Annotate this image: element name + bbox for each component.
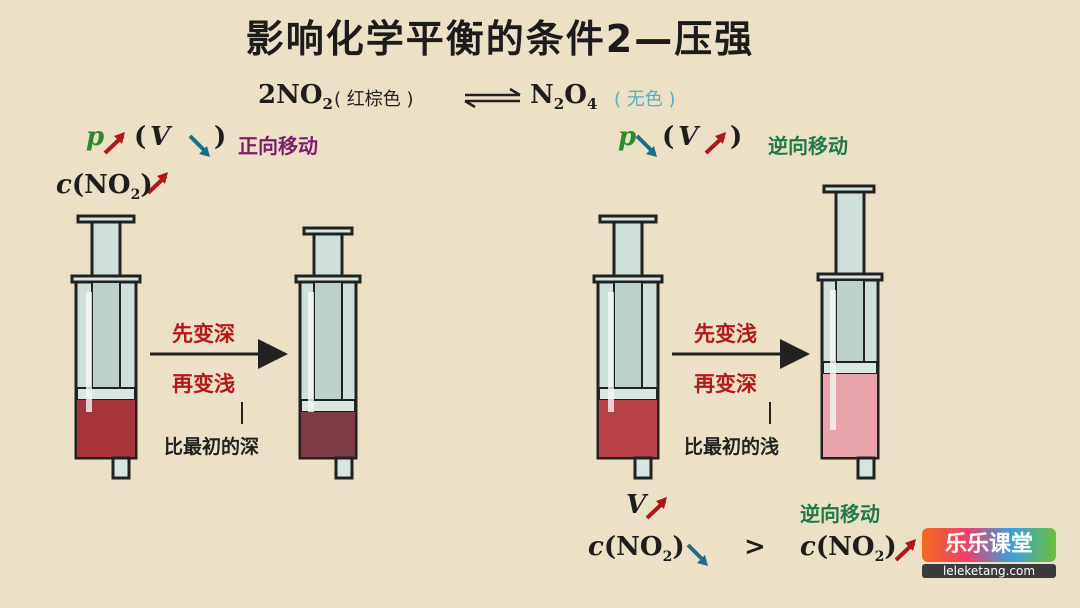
bottom-c1-species: (NO <box>603 532 663 562</box>
right-arrow-top-label: 先变浅 <box>694 322 757 346</box>
brand-logo-url: leleketang.com <box>922 564 1056 578</box>
bottom-c2-prefix: c <box>800 532 816 562</box>
equilibrium-arrow <box>464 87 521 109</box>
equation-product-n: N <box>530 80 554 110</box>
left-v-down-arrow <box>188 134 210 157</box>
syringe-right-expanded <box>816 184 884 480</box>
equation-right: N2O4 <box>530 80 597 113</box>
left-c-species: (NO <box>71 170 131 200</box>
left-arrow-top-label: 先变深 <box>172 322 235 346</box>
equation-reactant-sub: 2 <box>322 95 333 114</box>
bottom-c1-close: ) <box>672 532 685 562</box>
page-title: 影响化学平衡的条件2—压强 <box>245 17 755 61</box>
bottom-c2-up-arrow <box>894 539 916 562</box>
brand-logo[interactable]: 乐乐课堂 leleketang.com <box>922 528 1060 580</box>
left-compare-label: 比最初的深 <box>164 436 260 458</box>
equation-product-sub2: 4 <box>586 95 598 114</box>
bottom-c1-prefix: c <box>588 532 604 562</box>
left-c-close: ) <box>140 170 153 200</box>
syringe-right-initial <box>592 214 664 480</box>
right-arrow-bottom-label: 再变深 <box>694 372 757 396</box>
bottom-v-label: V <box>626 490 647 520</box>
bottom-c2: c(NO2) <box>800 532 897 565</box>
syringe-left-compressed <box>294 226 362 480</box>
bottom-c1: c(NO2) <box>588 532 685 565</box>
syringe-left-initial <box>70 214 142 480</box>
left-shift-label: 正向移动 <box>238 134 318 158</box>
left-arrow-bottom-label: 再变浅 <box>172 372 235 396</box>
bottom-gt: > <box>744 532 766 562</box>
right-v-label: V <box>678 122 699 152</box>
bottom-c2-close: ) <box>884 532 897 562</box>
equation-product-sub1: 2 <box>553 95 565 114</box>
right-v-open: ( <box>662 122 675 152</box>
left-p-up-arrow <box>103 132 125 155</box>
left-v-open: ( <box>134 122 147 152</box>
left-v-label: V <box>150 122 171 152</box>
right-shift-label: 逆向移动 <box>768 134 848 158</box>
right-compare-label: 比最初的浅 <box>684 436 780 458</box>
left-c-sub: 2 <box>130 187 141 204</box>
reactant-color-note: ( 红棕色 ) <box>334 89 414 110</box>
brand-logo-text: 乐乐课堂 <box>922 528 1056 562</box>
left-p-label: p <box>86 122 105 152</box>
equation-reactant: 2NO <box>258 80 323 110</box>
bottom-c2-sub: 2 <box>874 549 885 566</box>
bottom-c1-sub: 2 <box>662 549 673 566</box>
bottom-v-up-arrow <box>645 497 667 520</box>
bottom-shift-label: 逆向移动 <box>800 502 880 526</box>
left-v-close: ) <box>214 122 227 152</box>
equation-product-o: O <box>564 80 587 110</box>
product-color-note: ( 无色 ) <box>614 89 676 110</box>
left-c-up-arrow <box>146 172 168 195</box>
bottom-c2-species: (NO <box>815 532 875 562</box>
right-v-close: ) <box>730 122 743 152</box>
right-v-up-arrow <box>704 132 726 155</box>
equation-left: 2NO2 <box>258 80 333 113</box>
left-c-no2: c(NO2) <box>56 170 153 203</box>
left-c-prefix: c <box>56 170 72 200</box>
right-p-down-arrow <box>635 134 657 157</box>
right-p-label: p <box>618 122 637 152</box>
bottom-c1-down-arrow <box>686 543 708 566</box>
